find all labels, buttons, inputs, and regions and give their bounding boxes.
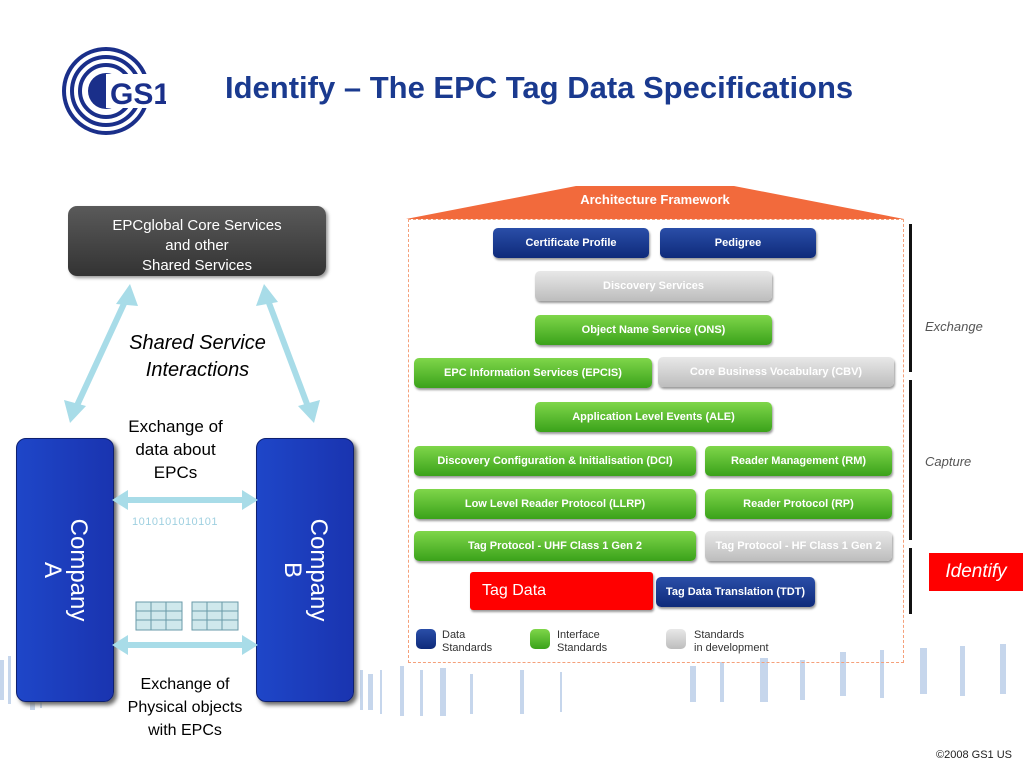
- company-b-label: Company B: [279, 518, 332, 622]
- pedigree-block: Pedigree: [660, 228, 816, 258]
- company-b-block: Company B: [256, 438, 354, 702]
- uhf-tag-protocol-block: Tag Protocol - UHF Class 1 Gen 2: [414, 531, 696, 561]
- legend-line: in development: [694, 642, 769, 654]
- llrp-block: Low Level Reader Protocol (LLRP): [414, 489, 696, 519]
- shared-box-line: and other: [165, 237, 229, 254]
- exchange-data-line: Exchange of: [128, 417, 223, 436]
- copyright-text: ©2008 GS1 US: [936, 749, 1012, 761]
- shared-label-line: Interactions: [145, 359, 250, 381]
- identify-label: Identify: [929, 553, 1023, 591]
- exchange-physical-label: Exchange of Physical objects with EPCs: [105, 673, 265, 742]
- pallet-icon: [135, 601, 239, 631]
- gs1-logo: GS1: [62, 47, 166, 135]
- legend-swatch-data: [416, 629, 436, 649]
- capture-label: Capture: [925, 454, 972, 469]
- company-a-block: Company A: [16, 438, 114, 702]
- legend-line: Standards: [442, 642, 493, 654]
- rm-block: Reader Management (RM): [705, 446, 892, 476]
- tdt-block: Tag Data Translation (TDT): [656, 577, 815, 607]
- shared-label-line: Shared Service: [129, 332, 266, 354]
- capture-bracket: [909, 380, 912, 540]
- logo-text: GS1: [110, 78, 166, 111]
- framework-roof: [406, 186, 904, 219]
- ons-block: Object Name Service (ONS): [535, 315, 772, 345]
- ale-block: Application Level Events (ALE): [535, 402, 772, 432]
- legend-interface-label: Interface Standards: [557, 629, 607, 655]
- exchange-physical-line: Physical objects: [127, 699, 243, 716]
- exchange-data-label: Exchange of data about EPCs: [113, 415, 238, 484]
- company-b-line: B: [279, 561, 306, 578]
- legend-data-label: Data Standards: [442, 629, 492, 655]
- exchange-label: Exchange: [925, 319, 983, 334]
- shared-box-line: EPCglobal Core Services: [112, 217, 282, 234]
- legend-line: Interface: [557, 629, 600, 641]
- company-a-line: A: [39, 561, 66, 578]
- exchange-bracket: [909, 224, 912, 372]
- framework-title: Architecture Framework: [580, 192, 730, 207]
- company-b-line: Company: [305, 518, 332, 622]
- legend-swatch-interface: [530, 629, 550, 649]
- legend-line: Standards: [557, 642, 608, 654]
- shared-services-box: EPCglobal Core Services and other Shared…: [68, 206, 326, 276]
- cbv-block: Core Business Vocabulary (CBV): [658, 357, 894, 387]
- exchange-physical-line: with EPCs: [148, 722, 222, 739]
- company-a-line: Company: [65, 518, 92, 622]
- epcis-block: EPC Information Services (EPCIS): [414, 358, 652, 388]
- exchange-arrows: [112, 490, 258, 655]
- hf-tag-protocol-block: Tag Protocol - HF Class 1 Gen 2: [705, 531, 892, 561]
- shared-box-line: Shared Services: [141, 257, 253, 274]
- exchange-data-line: EPCs: [153, 463, 198, 482]
- legend-line: Standards: [694, 629, 745, 641]
- shared-arrows: [64, 284, 320, 423]
- identify-bracket: [909, 548, 912, 614]
- company-a-label: Company A: [39, 518, 92, 622]
- legend-line: Data: [442, 629, 466, 641]
- binary-data: 1010101010101: [132, 516, 219, 528]
- rp-block: Reader Protocol (RP): [705, 489, 892, 519]
- exchange-data-line: data about: [135, 440, 216, 459]
- legend-swatch-development: [666, 629, 686, 649]
- exchange-physical-line: Exchange of: [140, 676, 230, 693]
- certificate-profile-block: Certificate Profile: [493, 228, 649, 258]
- shared-interactions-label: Shared Service Interactions: [110, 330, 285, 384]
- dci-block: Discovery Configuration & Initialisation…: [414, 446, 696, 476]
- architecture-framework: [408, 219, 904, 663]
- tag-data-block: Tag Data: [470, 572, 653, 610]
- discovery-services-block: Discovery Services: [535, 271, 772, 301]
- page-title: Identify – The EPC Tag Data Specificatio…: [225, 70, 854, 105]
- legend-development-label: Standards in development: [694, 629, 769, 655]
